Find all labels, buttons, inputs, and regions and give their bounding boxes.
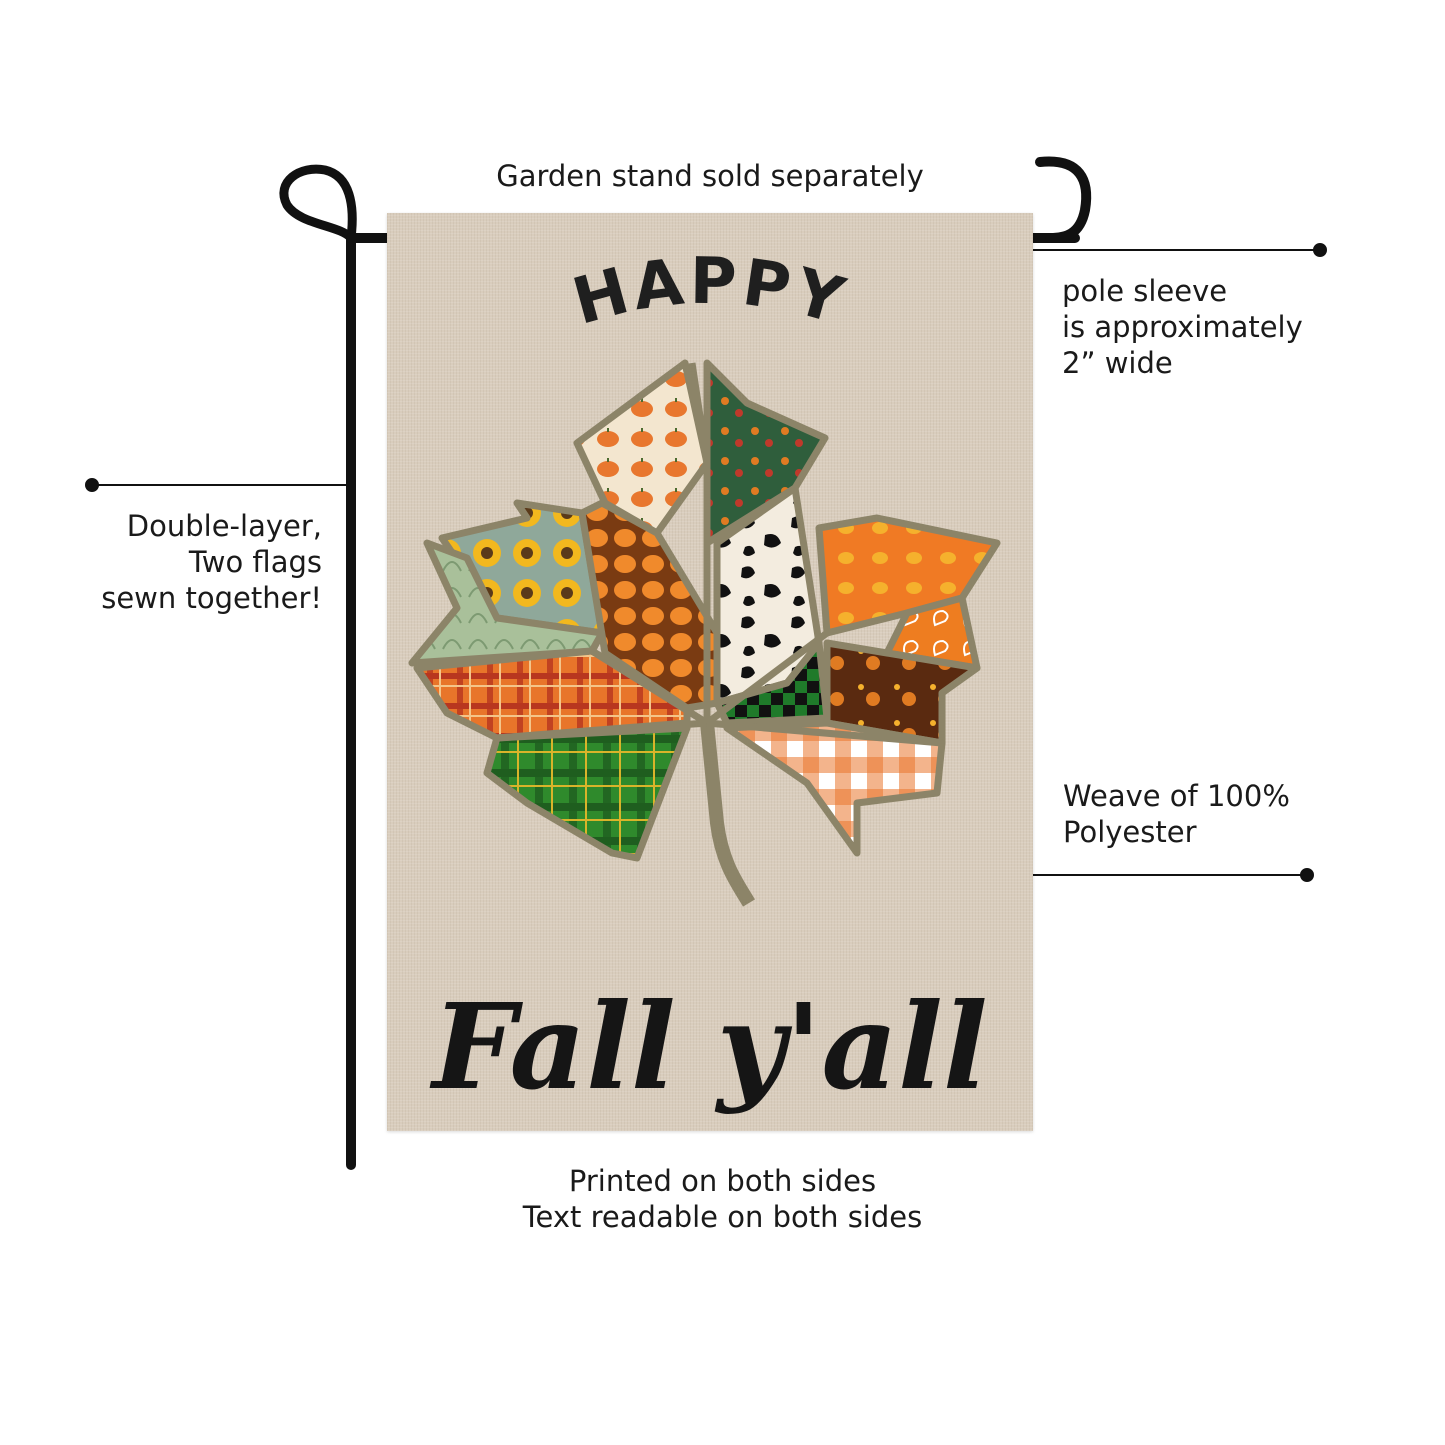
stand-note-callout: Garden stand sold separately xyxy=(470,158,950,194)
material-line-1: Weave of 100% xyxy=(1063,779,1290,813)
layers-line-2: Two flags xyxy=(188,545,322,579)
flag-artwork: HAPPY xyxy=(408,245,1001,1116)
material-callout: Weave of 100% Polyester xyxy=(1063,778,1290,850)
flag-top-text: HAPPY xyxy=(565,245,855,340)
stand-right-hook xyxy=(1035,156,1092,243)
printing-line-1: Printed on both sides xyxy=(568,1164,877,1198)
printing-callout: Printed on both sides Text readable on b… xyxy=(470,1163,975,1235)
printing-line-2: Text readable on both sides xyxy=(522,1200,923,1234)
layers-line-3: sewn together! xyxy=(101,581,322,615)
flag-bottom-text: Fall y'all xyxy=(429,977,987,1116)
stand-left-curl xyxy=(279,164,357,243)
sleeve-line-2: is approximately xyxy=(1062,310,1303,344)
sleeve-line-3: 2” wide xyxy=(1062,346,1173,380)
leader-lines xyxy=(85,243,1327,882)
sleeve-callout: pole sleeve is approximately 2” wide xyxy=(1062,273,1303,381)
sleeve-line-1: pole sleeve xyxy=(1062,274,1228,308)
stand-note-text: Garden stand sold separately xyxy=(496,159,924,193)
material-line-2: Polyester xyxy=(1063,815,1197,849)
layers-line-1: Double-layer, xyxy=(126,509,322,543)
layers-callout: Double-layer, Two flags sewn together! xyxy=(60,508,322,616)
garden-flag: HAPPY xyxy=(387,213,1033,1131)
patchwork-maple-leaf xyxy=(408,359,1001,907)
